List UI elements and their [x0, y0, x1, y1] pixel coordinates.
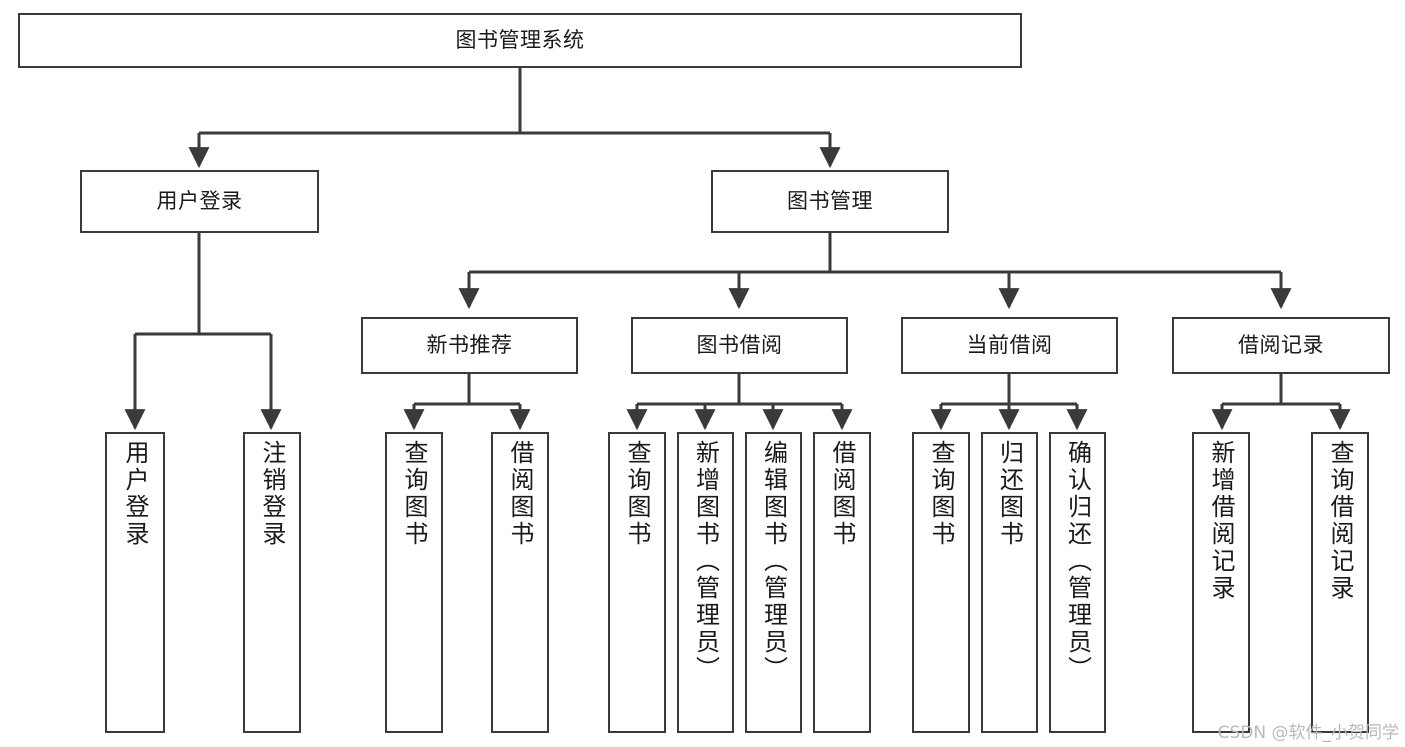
- node-leaf-query-book-2[interactable]: 查询图书: [608, 432, 666, 733]
- node-leaf-add-record[interactable]: 新增借阅记录: [1192, 432, 1250, 733]
- node-leaf-edit-book[interactable]: 编辑图书（管理员）: [745, 432, 802, 733]
- node-leaf-add-book-label: 新增图书（管理员）: [691, 440, 720, 683]
- node-leaf-query-record-label: 查询借阅记录: [1326, 440, 1354, 602]
- node-leaf-add-record-label: 新增借阅记录: [1207, 440, 1235, 602]
- node-leaf-add-book[interactable]: 新增图书（管理员）: [677, 432, 734, 733]
- node-leaf-return-book[interactable]: 归还图书: [981, 432, 1038, 733]
- node-leaf-borrow-book-2-label: 借阅图书: [828, 440, 856, 548]
- node-current-borrow[interactable]: 当前借阅: [901, 317, 1118, 374]
- node-root[interactable]: 图书管理系统: [18, 13, 1022, 68]
- node-leaf-query-book-1[interactable]: 查询图书: [385, 432, 443, 733]
- node-book-borrow[interactable]: 图书借阅: [631, 317, 848, 374]
- node-leaf-borrow-book-1[interactable]: 借阅图书: [491, 432, 549, 733]
- node-book-manage-label: 图书管理: [787, 189, 873, 214]
- node-leaf-confirm-return-label: 确认归还（管理员）: [1063, 440, 1092, 683]
- node-borrow-record[interactable]: 借阅记录: [1172, 317, 1390, 374]
- node-leaf-borrow-book-1-label: 借阅图书: [506, 440, 534, 548]
- node-leaf-query-book-3[interactable]: 查询图书: [912, 432, 970, 733]
- node-leaf-user-login-label: 用户登录: [121, 440, 149, 548]
- node-root-label: 图书管理系统: [455, 28, 585, 53]
- node-book-borrow-label: 图书借阅: [696, 333, 783, 358]
- node-leaf-query-book-2-label: 查询图书: [623, 440, 651, 548]
- node-user-login-label: 用户登录: [156, 189, 243, 214]
- node-borrow-record-label: 借阅记录: [1238, 333, 1324, 358]
- node-leaf-edit-book-label: 编辑图书（管理员）: [759, 440, 788, 683]
- node-new-book-rec[interactable]: 新书推荐: [361, 317, 578, 374]
- node-leaf-query-book-1-label: 查询图书: [400, 440, 428, 548]
- node-leaf-confirm-return[interactable]: 确认归还（管理员）: [1049, 432, 1106, 733]
- node-leaf-logout-login[interactable]: 注销登录: [243, 432, 301, 733]
- watermark: CSDN @软件_小贺同学: [1217, 723, 1399, 743]
- node-leaf-borrow-book-2[interactable]: 借阅图书: [813, 432, 871, 733]
- node-leaf-return-book-label: 归还图书: [995, 440, 1024, 548]
- node-new-book-rec-label: 新书推荐: [426, 333, 513, 358]
- node-user-login[interactable]: 用户登录: [80, 170, 319, 233]
- node-current-borrow-label: 当前借阅: [966, 333, 1053, 358]
- node-leaf-user-login[interactable]: 用户登录: [105, 432, 165, 733]
- node-leaf-query-record[interactable]: 查询借阅记录: [1311, 432, 1369, 733]
- node-book-manage[interactable]: 图书管理: [711, 170, 949, 233]
- node-leaf-logout-login-label: 注销登录: [258, 440, 286, 548]
- node-leaf-query-book-3-label: 查询图书: [927, 440, 955, 548]
